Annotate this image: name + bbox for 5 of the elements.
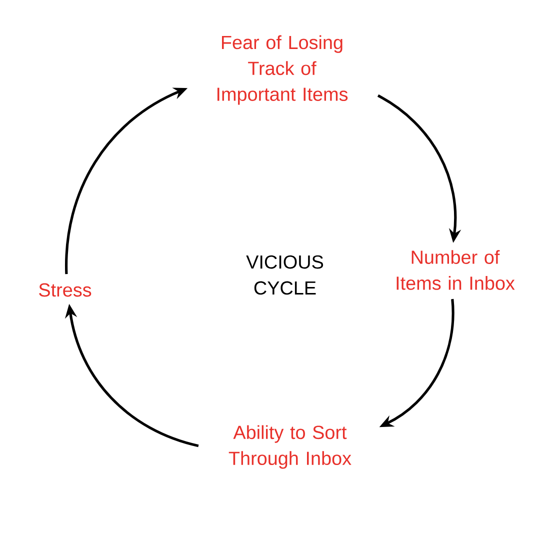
cycle-step-text: Stress: [39, 283, 92, 297]
cycle-step-text: Fear of Losing Track of Important Items: [217, 35, 348, 105]
cycle-step-text: Ability to Sort Through Inbox: [228, 425, 352, 469]
cycle-step-text: Number of Items in Inbox: [396, 250, 515, 290]
center-label: VICIOUS CYCLE: [246, 255, 324, 295]
